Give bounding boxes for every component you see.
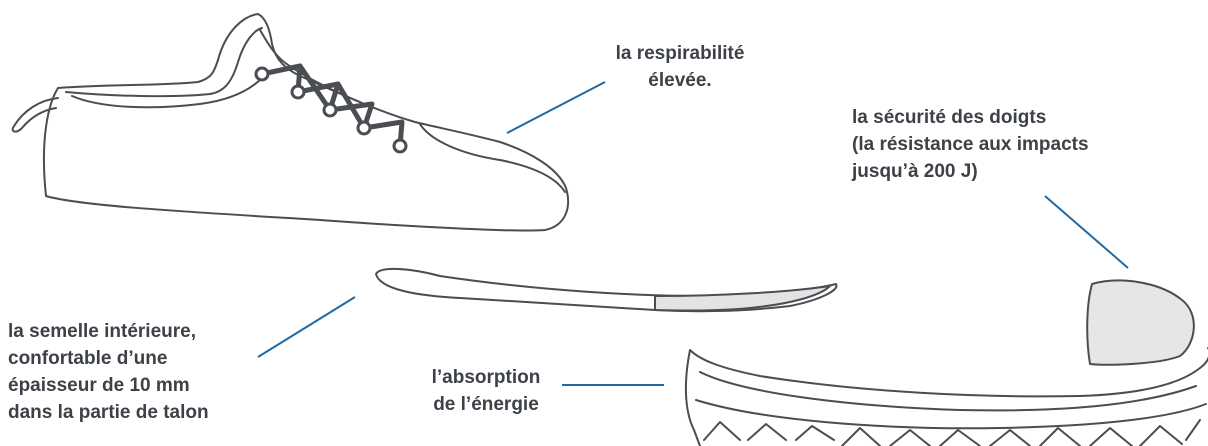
- toe-seam: [420, 124, 565, 192]
- shoe-upper: [13, 14, 568, 231]
- leader-line-insole: [258, 297, 355, 357]
- label-line: (la résistance aux impacts: [852, 131, 1089, 158]
- top-collar-line: [72, 78, 262, 107]
- shoe-upper-outline: [44, 14, 568, 231]
- toe-cap: [1087, 281, 1194, 365]
- label-absorption: l’absorption de l’énergie: [404, 364, 568, 418]
- outsole-midsole: [696, 400, 1206, 428]
- label-insole: la semelle intérieure, confortable d’une…: [8, 318, 209, 426]
- insole: [376, 269, 837, 311]
- label-line: l’absorption: [404, 364, 568, 391]
- label-line: confortable d’une: [8, 345, 209, 372]
- eyelets: [256, 68, 406, 152]
- eyelet: [256, 68, 268, 80]
- label-toe-safety: la sécurité des doigts (la résistance au…: [852, 104, 1089, 185]
- eyelet: [324, 104, 336, 116]
- label-line: de l’énergie: [404, 391, 568, 418]
- eyelet: [292, 86, 304, 98]
- label-line: la sécurité des doigts: [852, 104, 1089, 131]
- label-breathability: la respirabilité élevée.: [585, 40, 775, 94]
- label-line: dans la partie de talon: [8, 399, 209, 426]
- eyelet: [394, 140, 406, 152]
- insole-heel-pad: [655, 286, 830, 311]
- eyelet: [358, 122, 370, 134]
- label-line: élevée.: [585, 67, 775, 94]
- leader-line-toe-safety: [1045, 196, 1128, 268]
- label-line: la respirabilité: [585, 40, 775, 67]
- tread-blocks: [704, 420, 1200, 446]
- label-line: épaisseur de 10 mm: [8, 372, 209, 399]
- label-line: jusqu’à 200 J): [852, 158, 1089, 185]
- label-line: la semelle intérieure,: [8, 318, 209, 345]
